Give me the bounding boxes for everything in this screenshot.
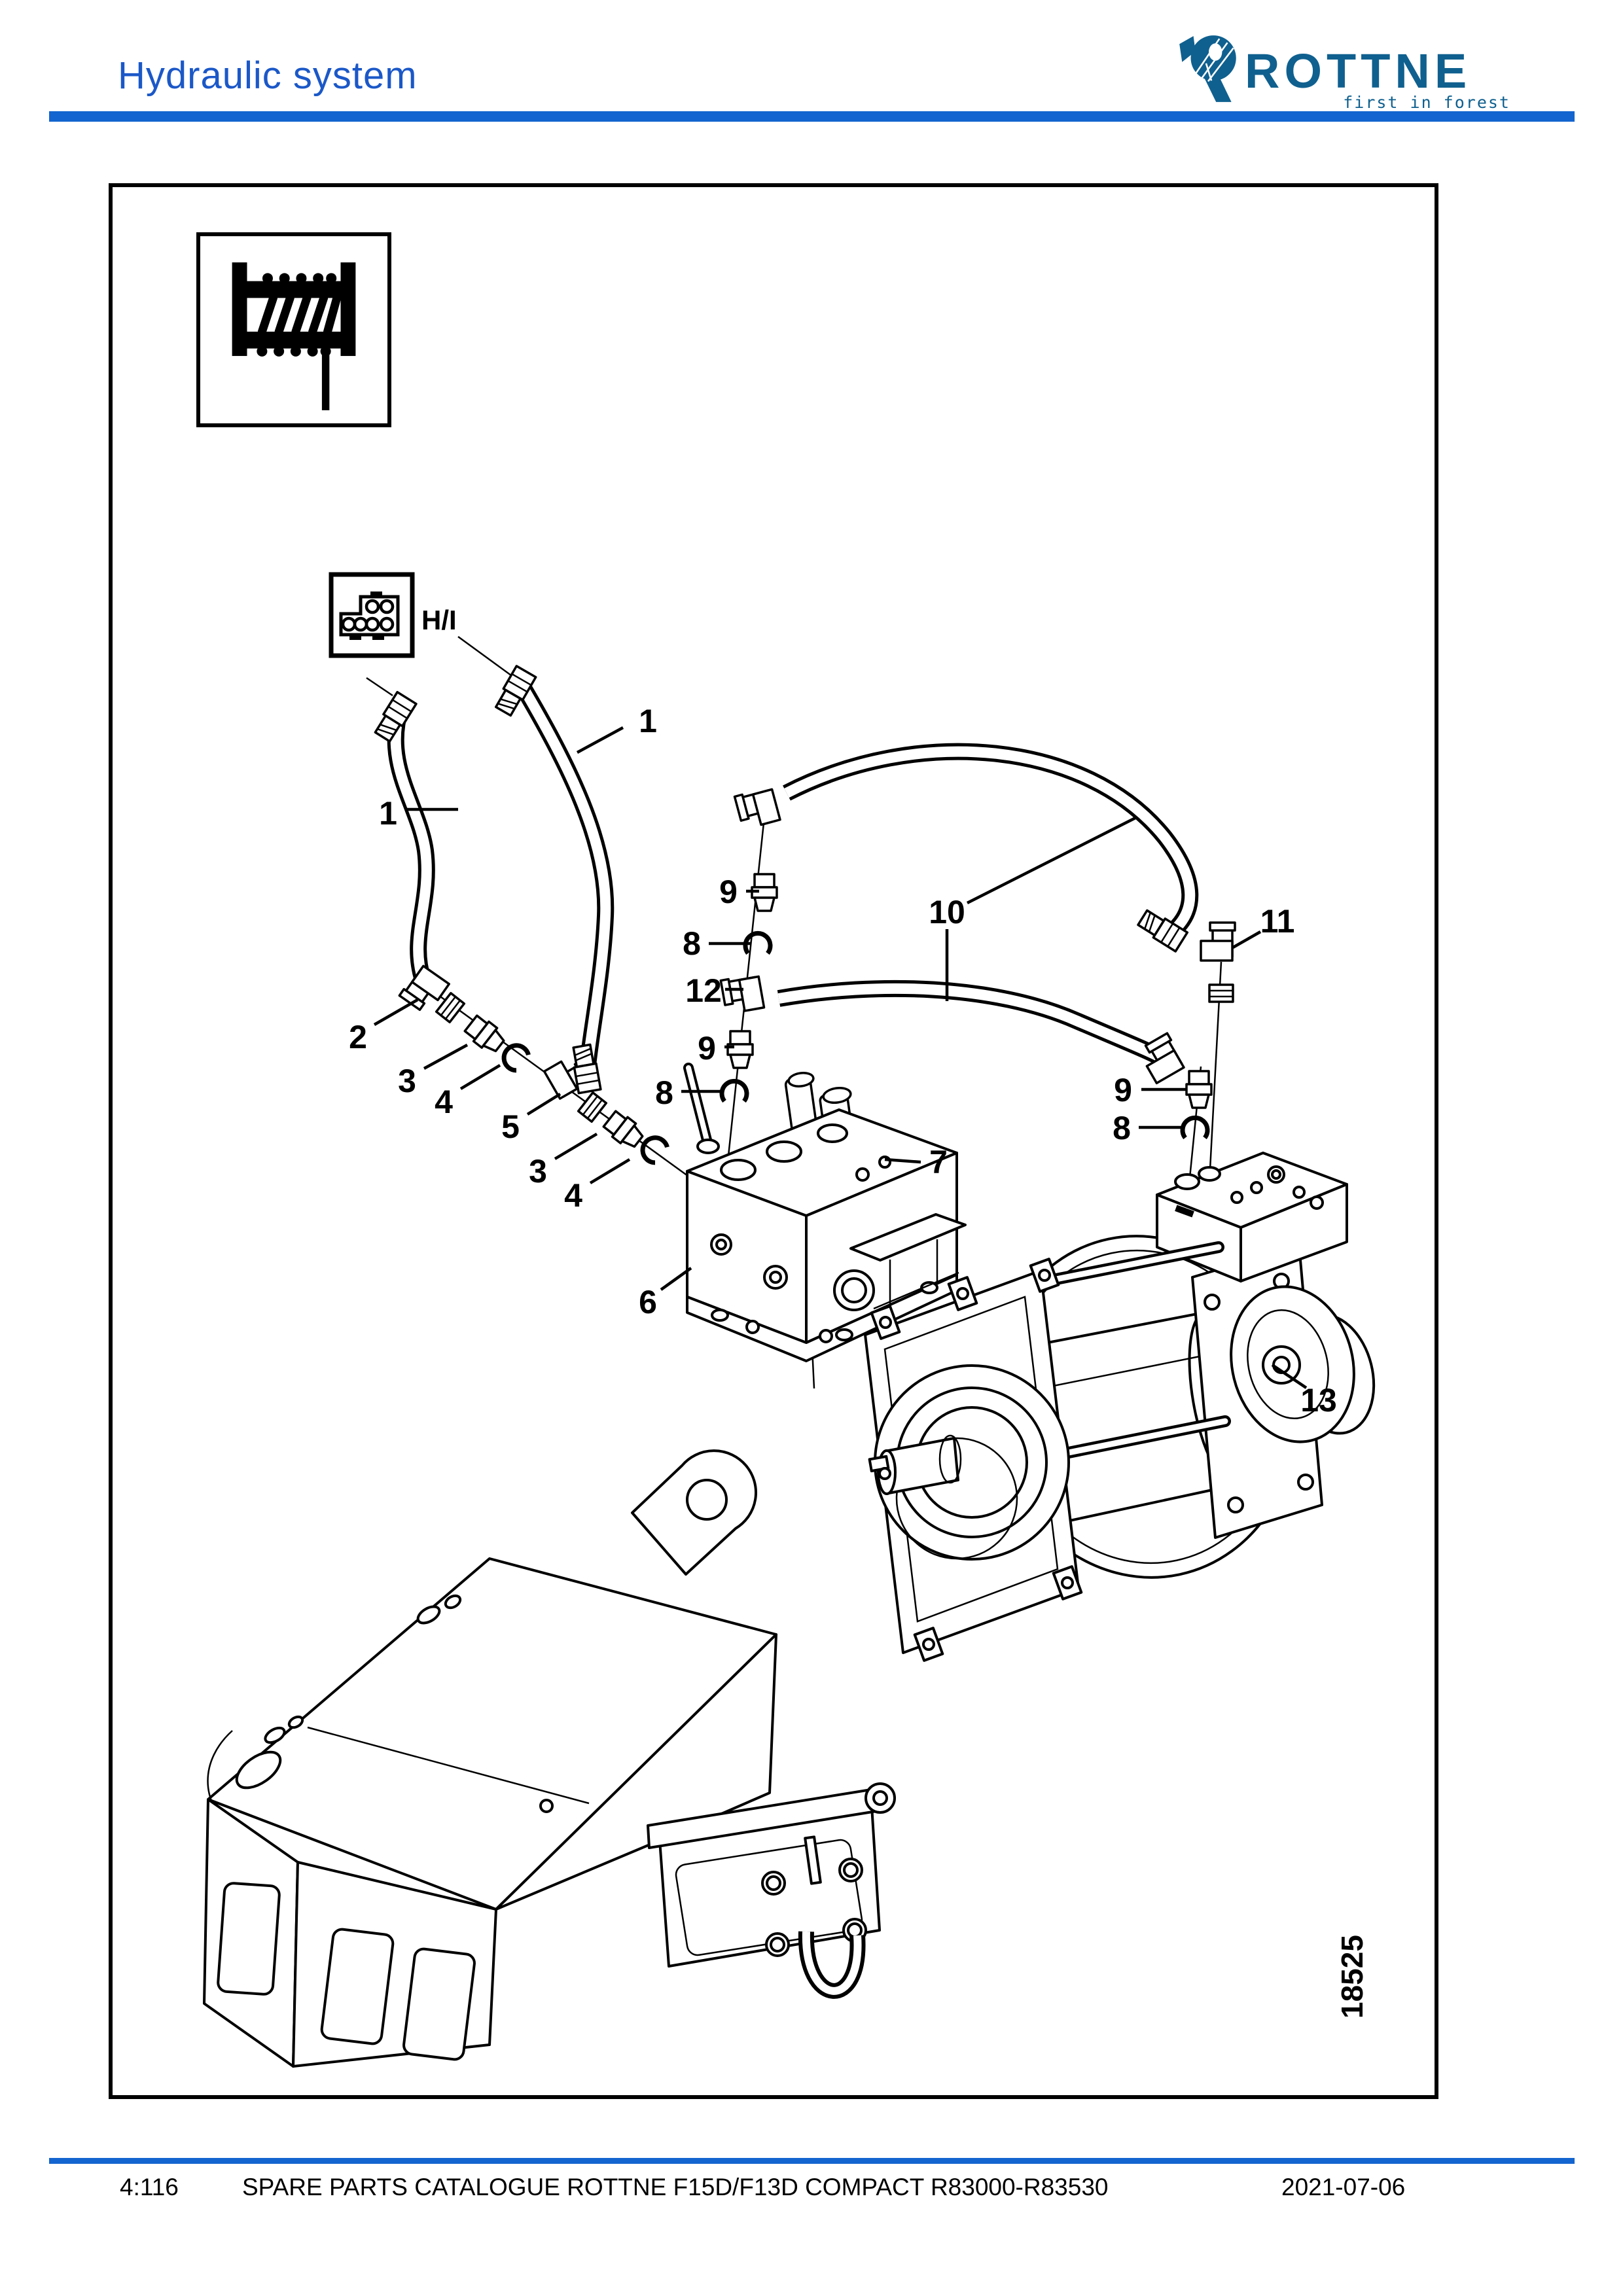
- hydraulic-hoses: [387, 676, 1199, 1072]
- mounting-bracket: [849, 1213, 967, 1310]
- callout-1: 1: [639, 703, 657, 739]
- fitting: [577, 1091, 608, 1123]
- fitting: [719, 972, 766, 1016]
- callout-4: 4: [435, 1084, 453, 1120]
- fitting: [462, 1012, 509, 1057]
- callout-10: 10: [929, 894, 965, 930]
- fitting: [726, 1030, 754, 1069]
- callout-7: 7: [929, 1144, 948, 1180]
- callout-11: 11: [1260, 903, 1295, 940]
- fitting: [1208, 983, 1234, 1003]
- callout-9: 9: [1114, 1072, 1132, 1108]
- fitting: [1200, 921, 1236, 962]
- header-rule: [49, 111, 1575, 122]
- callout-9: 9: [698, 1030, 716, 1067]
- drawing-number: 18525: [1335, 1935, 1369, 2019]
- logo-tagline: first in forest: [1343, 93, 1510, 112]
- leader-line: [966, 816, 1137, 905]
- connector-label: H/I: [421, 605, 457, 635]
- callout-8: 8: [655, 1074, 673, 1111]
- rottne-emblem-icon: [1179, 35, 1236, 102]
- callout-8: 8: [1113, 1110, 1131, 1146]
- callout-6: 6: [639, 1284, 657, 1320]
- figure-frame: [109, 183, 1438, 2099]
- callout-13: 13: [1300, 1382, 1337, 1419]
- footer-date: 2021-07-06: [1281, 2174, 1406, 2200]
- callout-8: 8: [683, 925, 701, 962]
- fitting: [372, 690, 418, 744]
- callout-5: 5: [501, 1108, 520, 1145]
- leader-line: [526, 1093, 562, 1116]
- leader-line: [554, 1133, 598, 1160]
- leader-line: [423, 1044, 469, 1070]
- winch-icon: [232, 262, 356, 410]
- callout-4: 4: [564, 1177, 582, 1214]
- callout-3: 3: [529, 1153, 547, 1190]
- leader-line: [576, 726, 624, 754]
- footer-page-ref: 4:116: [120, 2174, 179, 2200]
- fitting: [499, 1040, 530, 1072]
- leader-line: [1271, 1364, 1308, 1389]
- fitting: [733, 785, 781, 831]
- leader-line: [459, 1064, 501, 1090]
- callout-3: 3: [398, 1063, 416, 1099]
- connector-icon: [329, 572, 415, 658]
- rottne-logo: ROTTNE first in forest: [1171, 33, 1518, 112]
- footer-rule: [49, 2158, 1575, 2164]
- leader-line: [589, 1158, 631, 1184]
- callout-2: 2: [349, 1019, 367, 1055]
- footer-catalogue-title: SPARE PARTS CATALOGUE ROTTNE F15D/F13D C…: [242, 2174, 1109, 2200]
- page-title: Hydraulic system: [118, 54, 418, 97]
- frame-assembly: [203, 1449, 896, 2068]
- fitting: [601, 1108, 648, 1153]
- callout-12: 12: [685, 972, 722, 1009]
- fitting: [1185, 1070, 1213, 1109]
- leader-line: [884, 1157, 921, 1164]
- leader-line: [1232, 930, 1262, 949]
- logo-brand: ROTTNE: [1245, 44, 1472, 98]
- leader-line: [373, 998, 419, 1026]
- leader-line: [660, 1267, 692, 1291]
- winch-symbol-box: [196, 232, 391, 427]
- callout-1: 1: [379, 795, 397, 832]
- callout-9: 9: [719, 874, 738, 910]
